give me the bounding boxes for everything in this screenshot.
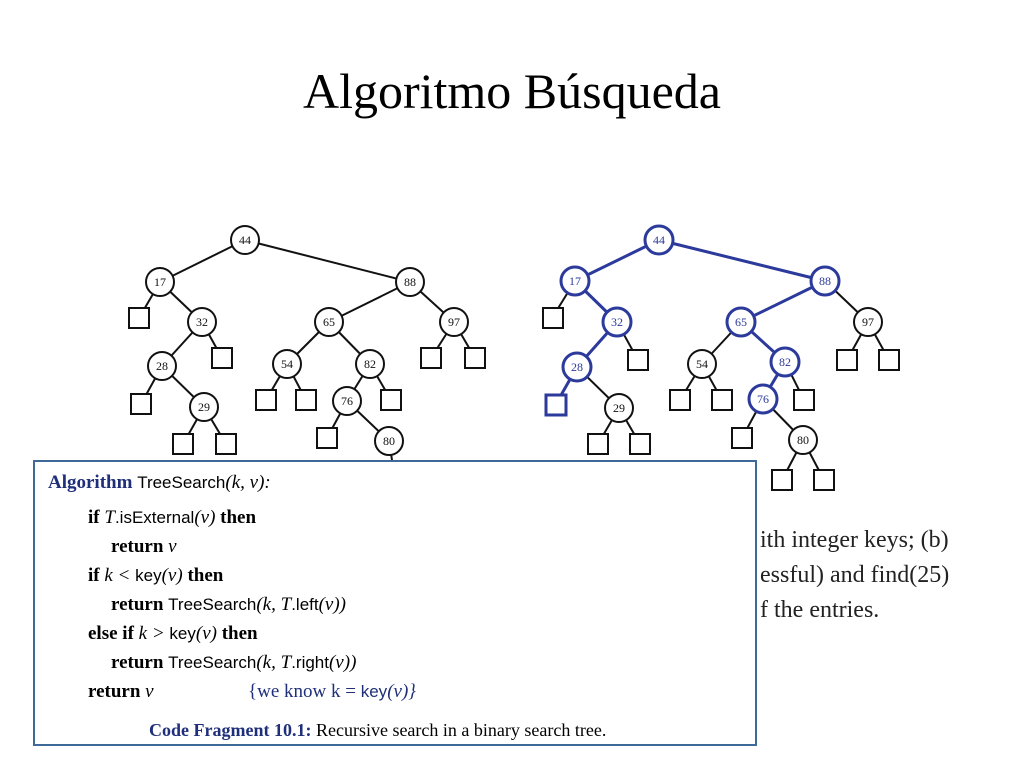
call-args-end: (v)) bbox=[318, 594, 347, 615]
right-node-76: 76 bbox=[757, 392, 769, 406]
key-function: key bbox=[169, 624, 196, 643]
algorithm-keyword: Algorithm bbox=[48, 472, 133, 493]
code-line-5: else if k > key(v) then bbox=[88, 623, 258, 645]
left-node-17: 17 bbox=[154, 275, 166, 289]
tree-search-call: TreeSearch bbox=[168, 595, 257, 614]
right-node-65: 65 bbox=[735, 315, 747, 329]
code-line-6: return TreeSearch(k, T.right(v)) bbox=[111, 652, 356, 674]
code-fragment-text: Recursive search in a binary search tree… bbox=[315, 720, 607, 740]
call-args-end: (v)) bbox=[328, 652, 357, 673]
right-node-17: 17 bbox=[569, 274, 581, 288]
then-keyword: then bbox=[220, 507, 257, 528]
left-node-44: 44 bbox=[239, 233, 251, 247]
return-keyword: return bbox=[111, 652, 164, 673]
left-node-32: 32 bbox=[196, 315, 208, 329]
arg-v: (v) bbox=[161, 565, 183, 586]
code-line-2: return v bbox=[111, 536, 177, 558]
then-keyword: then bbox=[221, 623, 258, 644]
left-node-29: 29 bbox=[198, 400, 210, 414]
then-keyword: then bbox=[187, 565, 224, 586]
left-node-76: 76 bbox=[341, 394, 353, 408]
return-keyword: return bbox=[88, 681, 141, 702]
code-line-4: return TreeSearch(k, T.left(v)) bbox=[111, 594, 346, 616]
slide-title: Algoritmo Búsqueda bbox=[302, 63, 722, 119]
figure-caption-line-1: ith integer keys; (b) bbox=[760, 527, 949, 553]
left-node-97: 97 bbox=[448, 315, 460, 329]
return-keyword: return bbox=[111, 536, 164, 557]
right-node-28: 28 bbox=[571, 360, 583, 374]
comment-end: (v)} bbox=[387, 681, 416, 702]
arg-v: (v) bbox=[194, 507, 216, 528]
arg-v: (v) bbox=[195, 623, 217, 644]
right-node-80: 80 bbox=[797, 433, 809, 447]
condition-greater: k > bbox=[138, 623, 165, 644]
right-node-44: 44 bbox=[653, 233, 665, 247]
code-fragment-box: Algorithm TreeSearch(k, v): if T.isExter… bbox=[33, 460, 757, 746]
tree-var: T bbox=[104, 507, 115, 528]
var-v: v bbox=[168, 536, 177, 557]
call-args: (k, T bbox=[256, 594, 292, 615]
right-node-29: 29 bbox=[613, 401, 625, 415]
left-node-54: 54 bbox=[281, 357, 293, 371]
left-method: .left bbox=[291, 595, 319, 614]
tree-search-call: TreeSearch bbox=[168, 653, 257, 672]
right-node-32: 32 bbox=[611, 315, 623, 329]
algorithm-name: TreeSearch bbox=[137, 473, 226, 492]
right-node-82: 82 bbox=[779, 355, 791, 369]
call-args: (k, T bbox=[256, 652, 292, 673]
right-node-97: 97 bbox=[862, 315, 874, 329]
algorithm-args: (k, v): bbox=[225, 472, 271, 493]
key-function: key bbox=[135, 566, 162, 585]
is-external-method: .isExternal bbox=[114, 508, 195, 527]
left-node-65: 65 bbox=[323, 315, 335, 329]
right-node-88: 88 bbox=[819, 274, 831, 288]
condition-less: k < bbox=[104, 565, 131, 586]
code-line-1: if T.isExternal(v) then bbox=[88, 507, 256, 529]
code-fragment-caption: Code Fragment 10.1: Recursive search in … bbox=[149, 720, 606, 741]
left-node-28: 28 bbox=[156, 359, 168, 373]
figure-caption-line-3: f the entries. bbox=[760, 597, 880, 623]
right-node-54: 54 bbox=[696, 357, 708, 371]
code-comment: {we know k = key(v)} bbox=[248, 681, 416, 703]
if-keyword: if bbox=[88, 507, 100, 528]
else-if-keyword: else if bbox=[88, 623, 134, 644]
left-node-80: 80 bbox=[383, 434, 395, 448]
code-fragment-label: Code Fragment 10.1: bbox=[149, 720, 312, 740]
return-keyword: return bbox=[111, 594, 164, 615]
comment-text: {we know k = bbox=[248, 681, 356, 702]
comment-key: key bbox=[360, 682, 388, 701]
code-line-7: return v bbox=[88, 681, 154, 703]
left-node-88: 88 bbox=[404, 275, 416, 289]
algorithm-header: Algorithm TreeSearch(k, v): bbox=[48, 472, 271, 494]
if-keyword: if bbox=[88, 565, 100, 586]
code-line-3: if k < key(v) then bbox=[88, 565, 223, 587]
left-node-82: 82 bbox=[364, 357, 376, 371]
right-method: .right bbox=[291, 653, 329, 672]
var-v: v bbox=[145, 681, 154, 702]
figure-caption-line-2: essful) and find(25) bbox=[760, 562, 950, 588]
